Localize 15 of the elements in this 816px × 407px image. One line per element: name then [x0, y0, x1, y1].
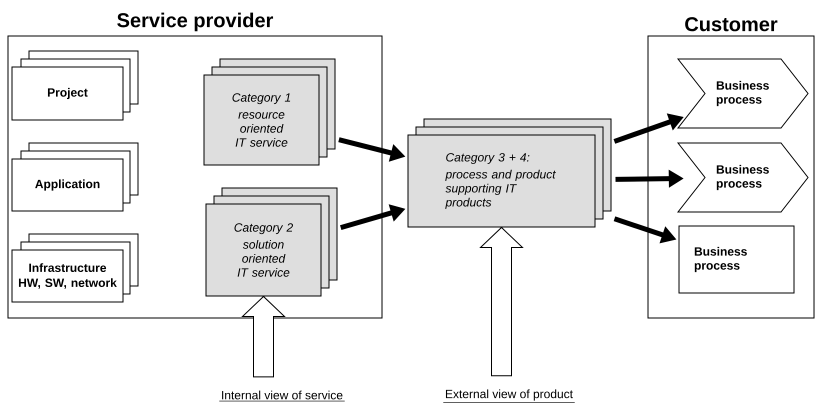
stacked-box: Category 2 solution oriented IT service: [206, 188, 338, 296]
stacked-box: Category 3 + 4: process and product supporting IT products: [408, 118, 612, 228]
process-box: Business process: [678, 226, 794, 294]
node-label: Service provider: [117, 12, 274, 32]
stacked-box: Category 1 resource oriented IT service: [204, 58, 336, 166]
block-arrow: [479, 226, 524, 376]
stacked-box: Application: [12, 142, 138, 212]
stacked-box: Project: [12, 50, 138, 120]
stacked-box: Infrastructure HW, SW, network: [12, 234, 138, 302]
node-label: Customer: [685, 17, 778, 32]
block-arrow: [241, 296, 286, 378]
view-label: External view of product: [442, 389, 576, 403]
view-label: Internal view of service: [218, 390, 346, 402]
process-step: Business process: [676, 142, 809, 212]
process-step: Business process: [676, 58, 809, 128]
